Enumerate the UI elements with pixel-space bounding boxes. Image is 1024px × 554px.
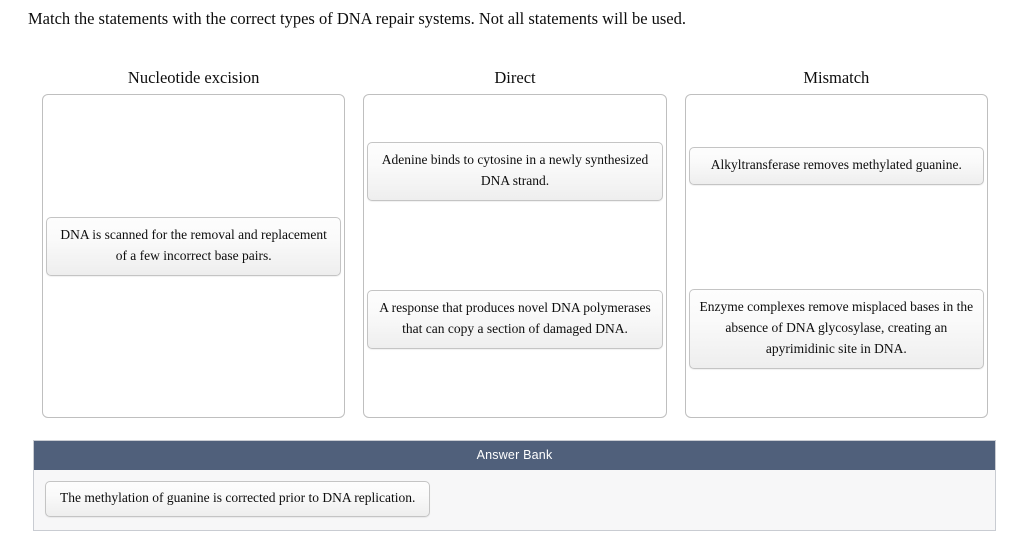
- answer-card[interactable]: Alkyltransferase removes methylated guan…: [688, 146, 984, 185]
- answer-card[interactable]: DNA is scanned for the removal and repla…: [46, 216, 342, 276]
- answer-card[interactable]: A response that produces novel DNA polym…: [367, 289, 663, 349]
- instruction-text: Match the statements with the correct ty…: [28, 9, 687, 28]
- dropzone-spacer: [367, 349, 662, 414]
- answer-bank-title: Answer Bank: [34, 441, 995, 470]
- answer-bank-body[interactable]: The methylation of guanine is corrected …: [34, 470, 995, 530]
- dropzone-spacer: [46, 276, 341, 414]
- column-header-direct: Direct: [494, 68, 536, 87]
- matching-columns: Nucleotide excision DNA is scanned for t…: [42, 66, 988, 418]
- column-nucleotide-excision: Nucleotide excision DNA is scanned for t…: [42, 66, 346, 418]
- answer-bank-card[interactable]: The methylation of guanine is corrected …: [45, 481, 431, 517]
- column-header-nucleotide-excision: Nucleotide excision: [127, 68, 260, 87]
- answer-card[interactable]: Adenine binds to cytosine in a newly syn…: [367, 142, 663, 202]
- column-mismatch: Mismatch Alkyltransferase removes methyl…: [684, 66, 988, 418]
- dropzone-spacer: [367, 98, 662, 142]
- dropzone-spacer: [46, 98, 341, 217]
- dropzone-spacer: [689, 98, 984, 147]
- dropzone-mismatch[interactable]: Alkyltransferase removes methylated guan…: [684, 94, 988, 418]
- column-header-mismatch: Mismatch: [803, 68, 870, 87]
- column-direct: Direct Adenine binds to cytosine in a ne…: [363, 66, 667, 418]
- dropzone-nucleotide-excision[interactable]: DNA is scanned for the removal and repla…: [42, 94, 346, 418]
- answer-bank: Answer Bank The methylation of guanine i…: [33, 440, 996, 531]
- answer-card[interactable]: Enzyme complexes remove misplaced bases …: [688, 288, 984, 369]
- dropzone-spacer: [689, 185, 984, 289]
- dropzone-spacer: [367, 201, 662, 290]
- dropzone-direct[interactable]: Adenine binds to cytosine in a newly syn…: [363, 94, 667, 418]
- dropzone-spacer: [689, 369, 984, 414]
